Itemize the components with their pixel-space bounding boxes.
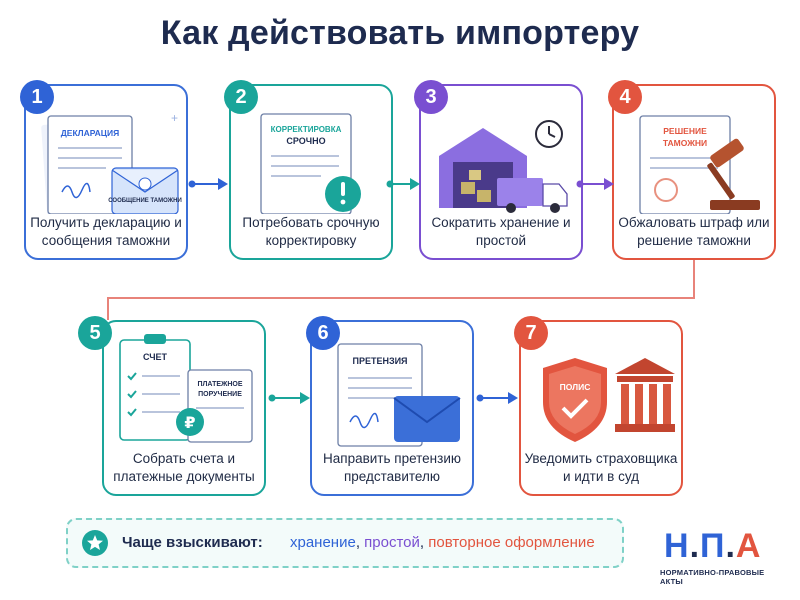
- footer-item-downtime: простой: [364, 534, 420, 551]
- claim-letter-illustration: ПРЕТЕНЗИЯ: [337, 343, 461, 447]
- arrow-6-7: [476, 392, 518, 404]
- invoice-illustration: СЧЕТ ПЛАТЕЖНОЕ ПОРУЧЕНИЕ ₽: [119, 334, 253, 443]
- svg-text:+: +: [171, 111, 178, 125]
- logo-subtitle: НОРМАТИВНО-ПРАВОВЫЕ АКТЫ: [660, 568, 765, 586]
- svg-text:ПЛАТЕЖНОЕ: ПЛАТЕЖНОЕ: [197, 381, 242, 388]
- svg-text:₽: ₽: [184, 413, 195, 432]
- arrow-5-6: [268, 392, 310, 404]
- footer-item-storage: хранение: [290, 534, 356, 551]
- svg-text:СРОЧНО: СРОЧНО: [286, 136, 325, 146]
- step-caption-3: Сократить хранение и простой: [431, 215, 571, 248]
- step-number-1: 1: [20, 80, 54, 114]
- svg-text:КОРРЕКТИРОВКА: КОРРЕКТИРОВКА: [271, 125, 342, 134]
- logo-letters: Н.П.А: [664, 527, 762, 565]
- step-card-3: Сократить хранение и простой: [419, 84, 583, 260]
- step-caption-5: Собрать счета и платежные документы: [113, 451, 255, 484]
- svg-text:СЧЕТ: СЧЕТ: [143, 352, 168, 362]
- warehouse-truck-illustration: [439, 120, 568, 213]
- arrow-1-2: [188, 178, 228, 190]
- footer-note: Чаще взыскивают: хранение, простой, повт…: [66, 518, 624, 568]
- footer-items: хранение, простой, повторное оформление: [290, 534, 595, 551]
- step-number-6: 6: [306, 316, 340, 350]
- footer-item-reissue: повторное оформление: [428, 534, 595, 551]
- step-caption-2: Потребовать срочную корректировку: [242, 215, 380, 248]
- court-decision-illustration: РЕШЕНИЕ ТАМОЖНИ: [639, 115, 760, 214]
- step-number-4: 4: [608, 80, 642, 114]
- step-card-4: РЕШЕНИЕ ТАМОЖНИ Обжаловать штраф или реш…: [612, 84, 776, 260]
- step-card-5: СЧЕТ ПЛАТЕЖНОЕ ПОРУЧЕНИЕ ₽ Собрать счета…: [102, 320, 266, 496]
- svg-text:ПОРУЧЕНИЕ: ПОРУЧЕНИЕ: [198, 391, 242, 398]
- svg-text:ПРЕТЕНЗИЯ: ПРЕТЕНЗИЯ: [352, 356, 407, 366]
- step-caption-7: Уведомить страховщика и идти в суд: [524, 451, 678, 484]
- declaration-illustration: ДЕКЛАРАЦИЯ СООБЩЕНИЕ ТАМОЖНИ +: [41, 111, 182, 214]
- star-icon: [82, 530, 108, 556]
- step-card-7: ПОЛИС Уведомить страховщика и идти в суд: [519, 320, 683, 496]
- step-number-2: 2: [224, 80, 258, 114]
- row-connector: [107, 260, 695, 320]
- step-card-1: ДЕКЛАРАЦИЯ СООБЩЕНИЕ ТАМОЖНИ + Получить …: [24, 84, 188, 260]
- svg-text:РЕШЕНИЕ: РЕШЕНИЕ: [663, 126, 707, 136]
- step-caption-1: Получить декларацию и сообщения таможни: [30, 215, 182, 248]
- policy-court-illustration: ПОЛИС: [543, 358, 675, 442]
- arrow-2-3: [386, 178, 420, 190]
- step-card-2: КОРРЕКТИРОВКА СРОЧНО Потребовать срочную…: [229, 84, 393, 260]
- svg-text:ПОЛИС: ПОЛИС: [560, 382, 591, 392]
- step-caption-4: Обжаловать штраф или решение таможни: [618, 215, 770, 248]
- step-number-5: 5: [78, 316, 112, 350]
- step-number-3: 3: [414, 80, 448, 114]
- page-title: Как действовать импортеру: [160, 14, 640, 52]
- footer-label: Чаще взыскивают:: [122, 534, 263, 551]
- npa-logo: Н.П.А НОРМАТИВНО-ПРАВОВЫЕ АКТЫ: [660, 527, 780, 586]
- step-caption-6: Направить претензию представителю: [323, 451, 461, 484]
- step-card-6: ПРЕТЕНЗИЯ Направить претензию представит…: [310, 320, 474, 496]
- step-number-7: 7: [514, 316, 548, 350]
- declaration-doc-title: ДЕКЛАРАЦИЯ: [61, 128, 120, 138]
- envelope-text: СООБЩЕНИЕ ТАМОЖНИ: [108, 198, 182, 204]
- svg-text:ТАМОЖНИ: ТАМОЖНИ: [663, 138, 707, 148]
- arrow-3-4: [576, 178, 614, 190]
- correction-illustration: КОРРЕКТИРОВКА СРОЧНО: [260, 113, 361, 214]
